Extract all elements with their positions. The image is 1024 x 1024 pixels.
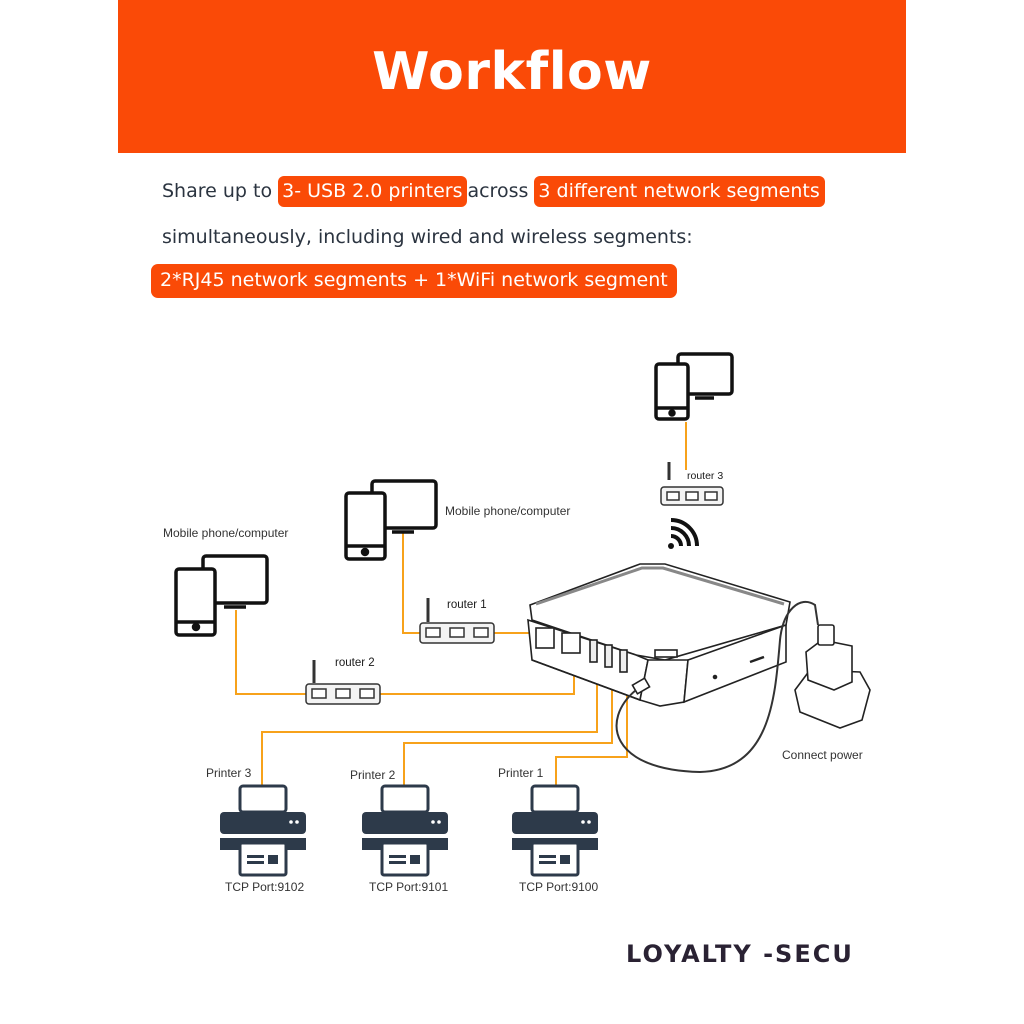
intro-prefix: Share up to bbox=[162, 180, 273, 202]
printer-2-port: TCP Port:9101 bbox=[369, 880, 449, 894]
line-client-mid-router1 bbox=[402, 532, 422, 634]
printer-2-label: Printer 2 bbox=[350, 768, 396, 782]
line-usb-printer1 bbox=[555, 675, 628, 790]
highlight-network-segments: 3 different network segments bbox=[534, 176, 825, 207]
page-title: Workflow bbox=[372, 42, 652, 102]
client-left-label: Mobile phone/computer bbox=[163, 526, 289, 540]
router-3-icon bbox=[660, 462, 724, 506]
router-1-icon bbox=[419, 598, 495, 644]
connect-power-label: Connect power bbox=[782, 748, 863, 762]
line-client-left-router2 bbox=[235, 610, 308, 695]
power-adapter-icon bbox=[794, 624, 871, 729]
router-3-label: router 3 bbox=[687, 470, 724, 482]
intro-middle: across bbox=[467, 180, 529, 202]
printer-1-label: Printer 1 bbox=[498, 766, 544, 780]
intro-line-2: simultaneously, including wired and wire… bbox=[162, 226, 693, 248]
printer-3-label: Printer 3 bbox=[206, 766, 252, 780]
client-middle-label: Mobile phone/computer bbox=[445, 504, 571, 518]
router-1-label: router 1 bbox=[447, 599, 487, 611]
phone-computer-icon-top bbox=[654, 352, 734, 421]
wifi-signal-icon bbox=[668, 518, 699, 549]
highlight-usb-printers: 3- USB 2.0 printers bbox=[278, 176, 468, 207]
printer-1-icon bbox=[512, 784, 598, 877]
line-usb-printer3 bbox=[261, 675, 598, 790]
printer-1-port: TCP Port:9100 bbox=[519, 880, 599, 894]
printer-3-port: TCP Port:9102 bbox=[225, 880, 305, 894]
phone-computer-icon-middle bbox=[344, 479, 438, 561]
line-usb-printer2 bbox=[403, 675, 613, 790]
highlight-segments-summary: 2*RJ45 network segments + 1*WiFi network… bbox=[151, 264, 677, 298]
brand-logo-text: LOYALTY -SECU bbox=[626, 940, 854, 968]
printer-3-icon bbox=[220, 784, 306, 877]
printer-2-icon bbox=[362, 784, 448, 877]
router-2-icon bbox=[305, 660, 381, 705]
print-server-device bbox=[527, 563, 819, 774]
phone-computer-icon-left bbox=[174, 554, 269, 637]
header-banner: Workflow bbox=[118, 0, 906, 153]
router-2-label: router 2 bbox=[335, 657, 375, 669]
